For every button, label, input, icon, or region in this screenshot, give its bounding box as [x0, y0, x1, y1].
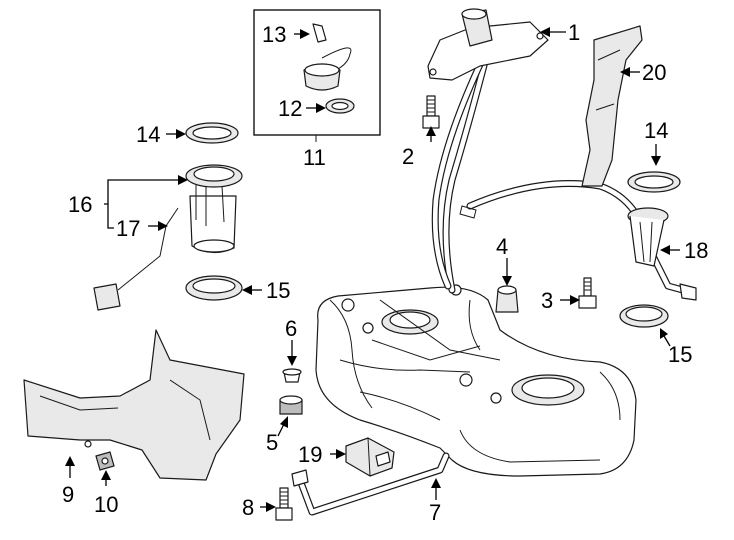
- control-module-19: [345, 437, 395, 477]
- tank-strap-7: [291, 452, 450, 516]
- cap-kit-box: [253, 9, 381, 142]
- callout-5: 5: [266, 430, 278, 455]
- grommet-5: [279, 395, 303, 415]
- callout-10: 10: [94, 492, 118, 517]
- callout-2: 2: [402, 144, 414, 169]
- callout-15-left: 15: [266, 278, 290, 303]
- callout-15-right: 15: [668, 342, 692, 367]
- callout-16: 16: [68, 192, 92, 217]
- callout-13: 13: [262, 22, 286, 47]
- callout-1: 1: [568, 20, 580, 45]
- callout-labels: 1 2 3 4 5 6 7 8 9 10 11 12 13 14 14 15 1…: [62, 20, 708, 525]
- callout-11: 11: [303, 145, 326, 170]
- bolt-8: [275, 487, 293, 521]
- lock-ring-14-left: [185, 122, 239, 144]
- grommet-4: [495, 285, 519, 313]
- callout-20: 20: [642, 60, 666, 85]
- filler-neck: [427, 8, 549, 294]
- fuel-tank: [315, 284, 637, 477]
- bolt-3: [578, 277, 597, 309]
- float-arm-17: [93, 207, 179, 311]
- gasket-15-left: [185, 275, 243, 301]
- clip-6: [282, 368, 302, 383]
- callout-12: 12: [278, 96, 302, 121]
- callout-7: 7: [429, 500, 441, 525]
- callout-18: 18: [684, 238, 708, 263]
- gasket-15-right: [619, 304, 669, 328]
- bolt-2: [422, 95, 440, 129]
- callout-8: 8: [242, 495, 254, 520]
- nut-10: [95, 451, 115, 471]
- callout-14-right: 14: [644, 118, 668, 143]
- callout-17: 17: [116, 216, 140, 241]
- callout-6: 6: [285, 316, 297, 341]
- lock-ring-14-right: [627, 171, 681, 193]
- callout-14-left: 14: [136, 122, 160, 147]
- callout-3: 3: [541, 288, 553, 313]
- callout-9: 9: [62, 482, 74, 507]
- bracket-20: [581, 25, 643, 187]
- fuel-level-sender-18: [627, 207, 669, 267]
- heat-shield-9: [23, 329, 245, 481]
- callout-4: 4: [496, 234, 508, 259]
- leader-lines: [65, 27, 680, 512]
- fuel-pump-module-16: [185, 164, 243, 254]
- callout-19: 19: [298, 442, 322, 467]
